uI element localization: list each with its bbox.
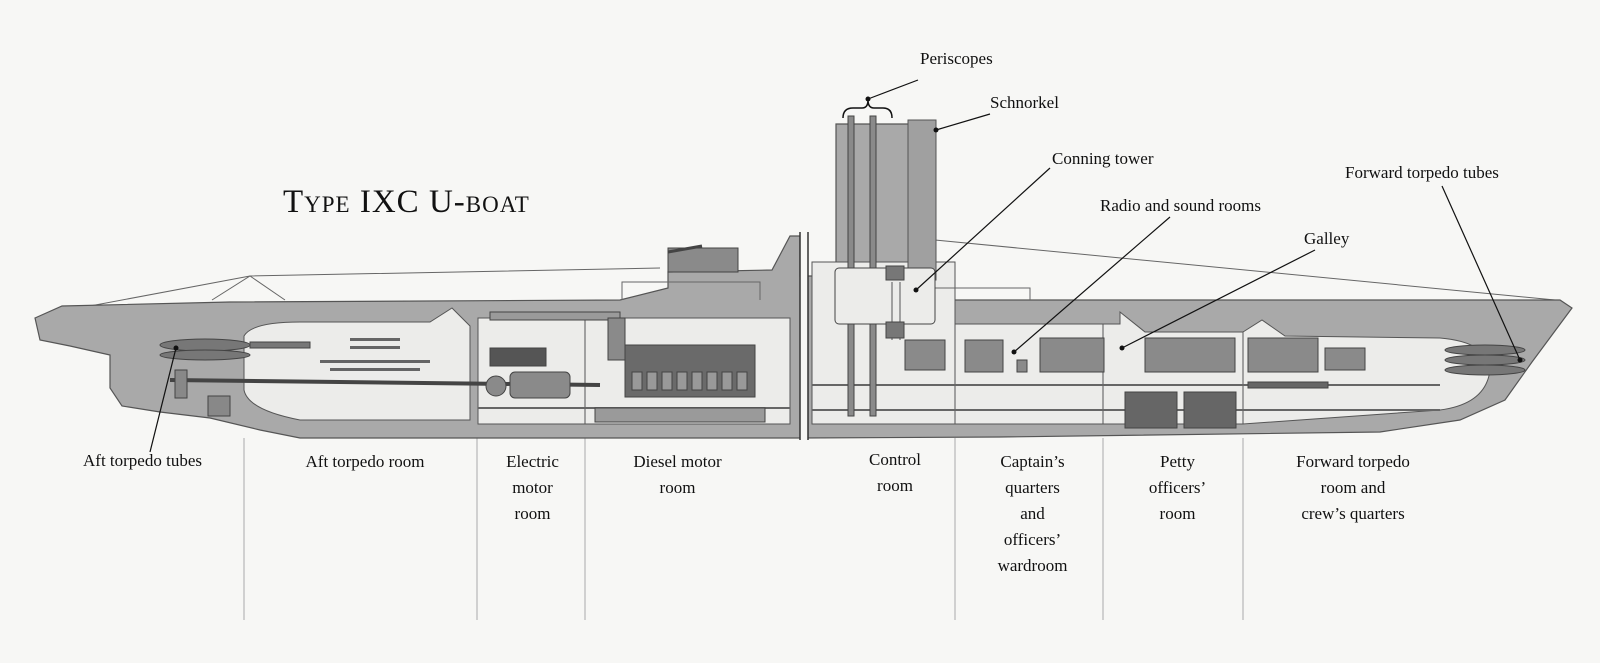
callout-leader-lines [149, 79, 1521, 453]
aft-torpedo-tubes [159, 338, 311, 361]
room-electric-motor-room: Electric motor room [506, 452, 559, 523]
callout-aft-torpedo-tubes: Aft torpedo tubes [83, 451, 202, 470]
propeller [174, 369, 231, 417]
callout-galley: Galley [1304, 229, 1350, 248]
room-forward-torpedo-room: Forward torpedo room and crew’s quarters [1296, 452, 1410, 523]
callout-dots [173, 96, 1523, 363]
periscope-masts [847, 115, 877, 417]
diesel-engines [594, 317, 766, 423]
room-control-room: Control room [869, 450, 921, 495]
callout-periscopes: Periscopes [920, 49, 993, 68]
rigging-wires [57, 239, 1556, 313]
callout-schnorkel: Schnorkel [990, 93, 1059, 112]
room-diesel-motor-room: Diesel motor room [633, 452, 722, 497]
callout-conning-tower: Conning tower [1052, 149, 1154, 168]
aft-room-bunks [320, 338, 430, 371]
forward-cabins [964, 337, 1366, 429]
room-divider-lines [243, 438, 1244, 620]
callout-radio-sound-rooms: Radio and sound rooms [1100, 196, 1262, 215]
room-captains-quarters: Captain’s quarters and officers’ wardroo… [997, 452, 1068, 575]
conning-tower-interior [834, 265, 946, 371]
periscopes-brace [842, 99, 893, 119]
deck-gun [667, 244, 739, 273]
electric-motors [485, 311, 621, 399]
schnorkel-mast [907, 119, 937, 281]
room-petty-officers-room: Petty officers’ room [1148, 452, 1207, 523]
forward-torpedo-tubes [1444, 344, 1526, 376]
diagram-title: Type IXC U-boat [283, 184, 530, 220]
callout-forward-torpedo-tubes: Forward torpedo tubes [1345, 163, 1499, 182]
room-aft-torpedo-room: Aft torpedo room [305, 452, 425, 471]
